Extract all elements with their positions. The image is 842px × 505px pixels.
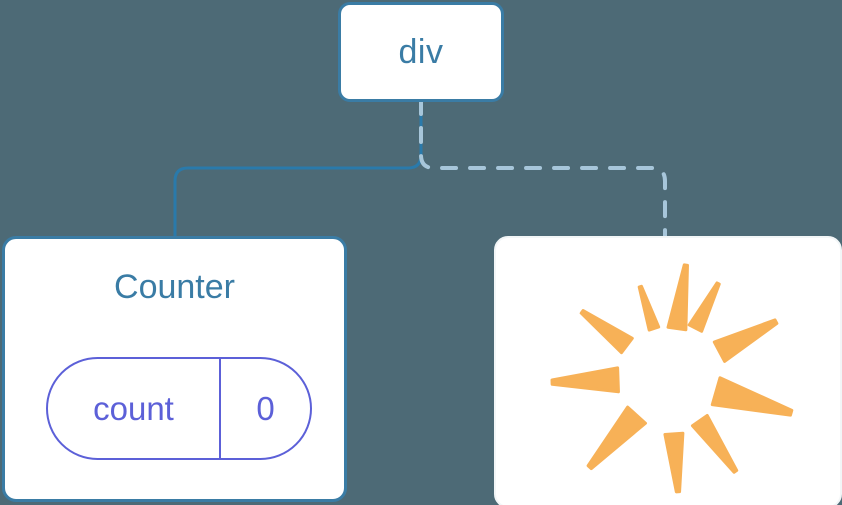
- node-counter-label: Counter: [114, 268, 235, 306]
- edge-root-to-burst: [419, 98, 667, 240]
- ray-n: [666, 263, 689, 332]
- ray-sw: [586, 405, 647, 471]
- ray-w: [550, 366, 620, 394]
- node-counter[interactable]: Counter count 0: [2, 236, 347, 502]
- state-key-label: count: [48, 359, 221, 458]
- ray-s: [663, 431, 685, 494]
- sparkle-burst-icon: [550, 263, 794, 494]
- ray-nne: [687, 281, 721, 333]
- node-rerender-burst[interactable]: [494, 236, 842, 505]
- node-div[interactable]: div: [338, 2, 504, 102]
- state-value-label: 0: [256, 389, 275, 427]
- ray-nw: [579, 309, 634, 355]
- ray-e: [710, 376, 794, 417]
- ray-nnw: [637, 284, 661, 332]
- state-pill-count[interactable]: count 0: [46, 357, 312, 460]
- ray-sse: [690, 413, 739, 474]
- node-div-label: div: [398, 33, 444, 71]
- edge-root-to-counter: [173, 98, 423, 240]
- ray-ene: [712, 318, 779, 363]
